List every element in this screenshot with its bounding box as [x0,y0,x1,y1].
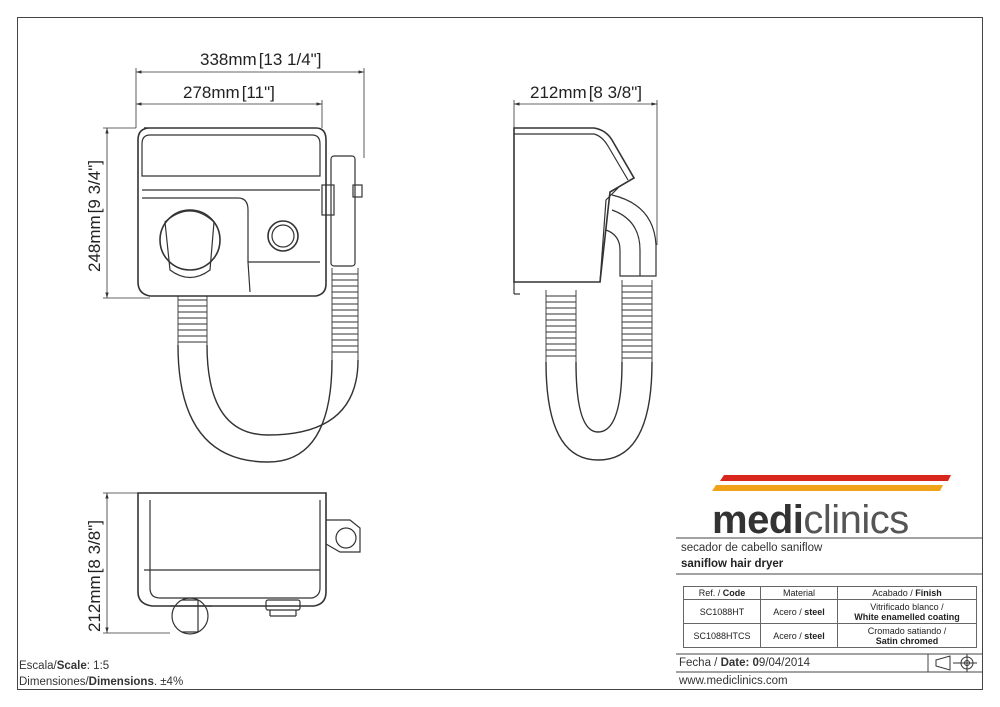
title-block-lines [676,537,983,673]
dimension-tolerance: Dimensiones/Dimensions. ±4% [19,676,184,688]
cell-finish: Vitrificado blanco /White enamelled coat… [837,599,977,624]
product-description-es: secador de cabello saniflow [681,542,823,554]
brand-stripe-red [720,475,951,481]
cell-code: SC1088HT [683,599,761,624]
table-row: SC1088HT Acero / steel Vitrificado blanc… [683,599,977,624]
projection-symbol-icon [935,654,977,672]
dim-width-housing: 278mm[11"] [183,83,275,102]
dim-width-overall: 338mm[13 1/4"] [200,50,321,69]
product-description-en: saniflow hair dryer [681,558,784,570]
side-view [513,100,658,461]
front-view [103,68,365,463]
header-material: Material [760,586,838,600]
cell-finish: Cromado satiando /Satin chromed [837,623,977,648]
dim-depth-top: 212mm[8 3/8"] [85,520,104,632]
reference-table: Ref. / Code Material Acabado / Finish SC… [683,586,977,648]
header-finish: Acabado / Finish [837,586,977,600]
table-header-row: Ref. / Code Material Acabado / Finish [683,586,977,600]
drawing-frame [17,17,983,690]
cell-material: Acero / steel [760,599,838,624]
top-view [103,492,361,635]
website-link[interactable]: www.mediclinics.com [679,675,788,687]
table-row: SC1088HTCS Acero / steel Cromado satiand… [683,623,977,648]
dim-height-housing: 248mm[9 3/4"] [85,160,104,272]
brand-logo: mediclinics [712,498,909,542]
brand-stripe-orange [712,485,943,491]
drawing-date: Fecha / Date: 09/04/2014 [679,657,811,669]
dim-depth-side: 212mm[8 3/8"] [530,83,642,102]
header-code: Ref. / Code [683,586,761,600]
cell-material: Acero / steel [760,623,838,648]
cell-code: SC1088HTCS [683,623,761,648]
drawing-scale: Escala/Scale: 1:5 [19,660,110,672]
